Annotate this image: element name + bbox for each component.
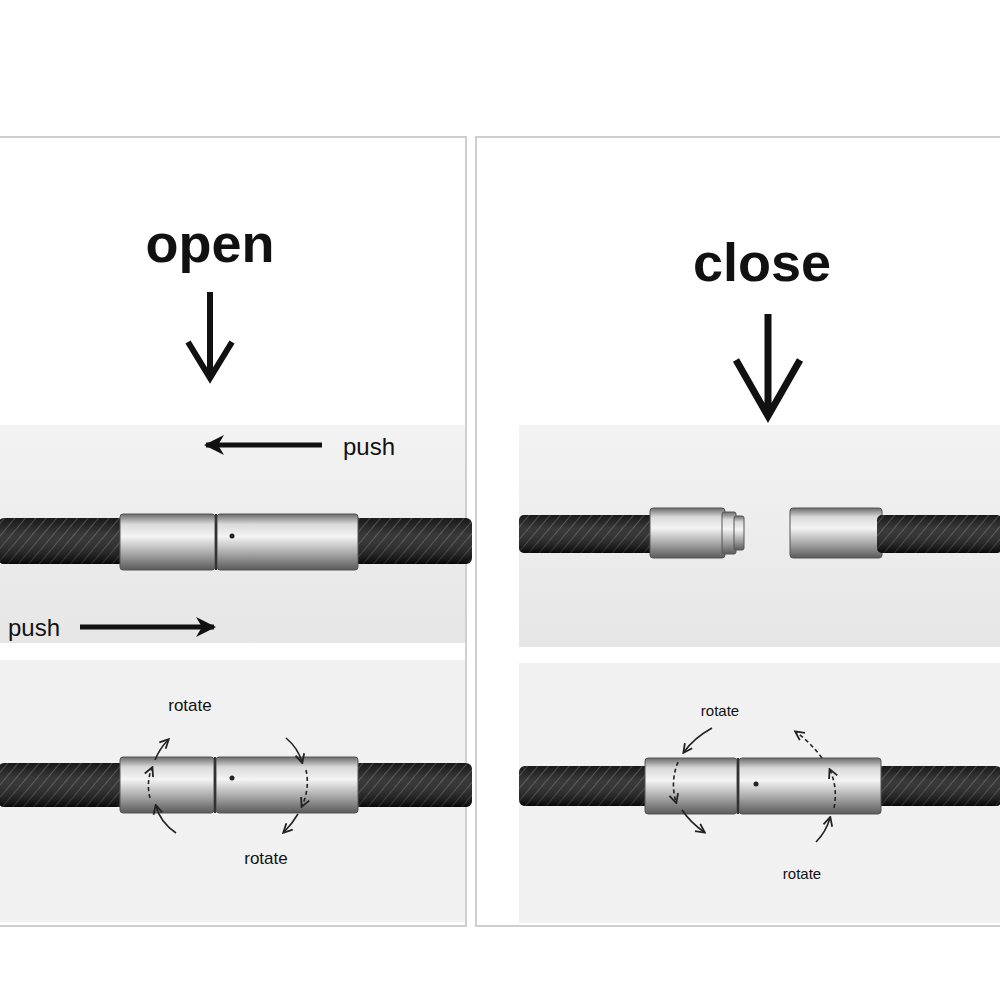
step-heading: close [693, 235, 831, 289]
cord-with-clasp [519, 508, 1000, 558]
right-panel [476, 137, 1000, 926]
instruction-label: rotate [168, 697, 211, 714]
instruction-label: push [8, 616, 60, 640]
instruction-label: rotate [701, 703, 739, 718]
cord-with-clasp [519, 758, 1000, 814]
cord-with-clasp [0, 514, 472, 570]
instruction-label: rotate [244, 850, 287, 867]
instruction-label: rotate [783, 866, 821, 881]
instruction-label: push [343, 435, 395, 459]
cord-with-clasp [0, 757, 472, 813]
step-heading: open [146, 216, 275, 270]
down-arrow [736, 314, 800, 416]
push-arrow [206, 443, 322, 448]
rotate-arrows [673, 728, 835, 842]
push-arrow [80, 625, 214, 630]
down-arrow [188, 292, 232, 378]
rotate-arrows [148, 738, 307, 833]
